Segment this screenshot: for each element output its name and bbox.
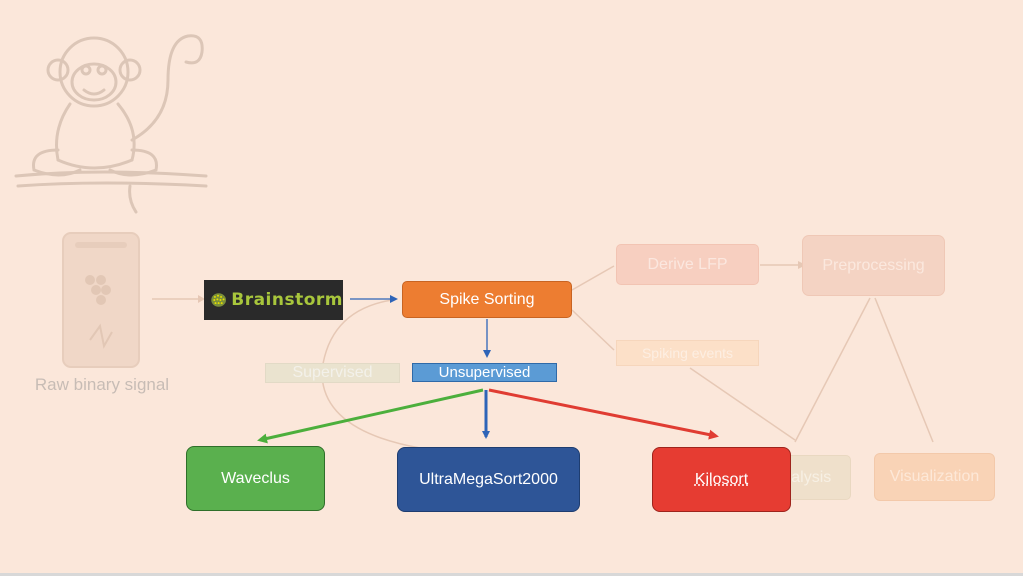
node-visualization: Visualization [874,453,995,501]
node-unsupervised: Unsupervised [412,363,557,382]
node-derive-lfp: Derive LFP [616,244,759,285]
node-ultramegasort2000: UltraMegaSort2000 [397,447,580,512]
raw-signal-caption: Raw binary signal [34,375,170,394]
node-spiking-events: Spiking events [616,340,759,366]
node-kilosort: Kilosort [652,447,791,512]
slide-bottom-border [0,573,1023,576]
arrow-spike-to-lfp [571,265,615,291]
monkey-mascot-icon [14,34,208,214]
arrow-events-to-analysis [689,367,796,441]
brainstorm-logo: Brainstorm [204,280,343,320]
arrow-preprocessing-to-analysis [794,297,871,443]
brainstorm-logo-text: Brainstorm [231,290,343,310]
arrow-spike-to-events [571,309,615,351]
node-waveclus: Waveclus [186,446,325,511]
brain-icon [211,293,227,307]
arrow-unsupervised-to-kilosort [488,388,719,440]
grapevine-device-icon [62,232,140,368]
arrow-preprocessing-to-visualization [874,297,934,443]
arrow-unsupervised-to-waveclus [257,388,484,444]
node-spike-sorting: Spike Sorting [402,281,572,318]
node-preprocessing: Preprocessing [802,235,945,296]
node-supervised: Supervised [265,363,400,383]
